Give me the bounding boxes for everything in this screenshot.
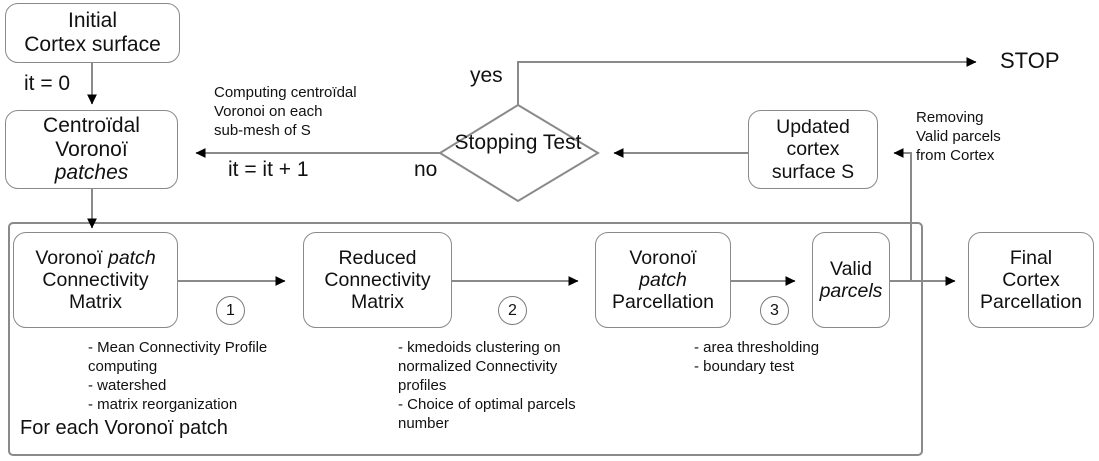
node-centroidal-line2: Voronoï — [55, 137, 128, 161]
node-stopping-test[interactable]: Stopping Test — [448, 131, 588, 155]
step2-line1: - kmedoids clustering on — [398, 339, 561, 356]
node-vpcm-line1: Voronoï patch — [35, 247, 155, 269]
node-rcm-line2: Connectivity — [324, 268, 431, 291]
node-vpcm-line2: Connectivity — [42, 268, 149, 291]
step2-line2: normalized Connectivity — [398, 358, 558, 376]
step3-line2: - boundary test — [694, 358, 795, 376]
step-details-3: - area thresholding - boundary test — [694, 338, 819, 376]
note-removing-valid-parcels: Removing Valid parcels from Cortex — [916, 108, 1001, 165]
node-initial-cortex-surface[interactable]: Initial Cortex surface — [5, 3, 180, 63]
node-final-line1: Final — [1009, 246, 1053, 269]
node-updated-cortex-surface[interactable]: Updated cortex surface S — [748, 110, 878, 189]
note-removing-line1: Removing — [916, 109, 984, 126]
note-computing-centroidal: Computing centroïdal Voronoi on each sub… — [214, 83, 357, 140]
step-details-1: - Mean Connectivity Profile computing - … — [88, 338, 267, 414]
note-computing-line2: Voronoi on each — [214, 103, 323, 121]
note-computing-line3: sub-mesh of S — [214, 121, 357, 140]
step1-line4: - matrix reorganization — [88, 396, 238, 414]
node-vpcm-line1-a: Voronoï — [35, 246, 108, 269]
node-final-line3: Parcellation — [980, 291, 1082, 314]
step1-line1: - Mean Connectivity Profile — [88, 339, 268, 356]
step2-line3: profiles — [398, 377, 447, 395]
edge-label-it-zero: it = 0 — [24, 72, 71, 95]
edge-label-it-increment: it = it + 1 — [228, 158, 309, 181]
edge-label-yes: yes — [470, 64, 503, 87]
node-initial-line1: Initial — [67, 9, 118, 33]
note-removing-line3: from Cortex — [916, 147, 995, 165]
node-stopping-line2: Test — [542, 131, 582, 154]
node-valid-parcels[interactable]: Valid parcels — [812, 232, 890, 328]
step-badge-2[interactable]: 2 — [498, 296, 527, 325]
step3-line1: - area thresholding — [694, 339, 820, 356]
step2-line4: - Choice of optimal parcels — [398, 396, 576, 414]
node-centroidal-line3: patches — [54, 161, 129, 185]
node-voronoi-patch-parcellation[interactable]: Voronoï patch Parcellation — [595, 232, 731, 328]
note-computing-line1: Computing centroïdal — [214, 84, 357, 101]
node-final-line2: Cortex — [1002, 268, 1060, 291]
node-vpp-line2: patch — [639, 268, 687, 291]
node-voronoi-patch-connectivity-matrix[interactable]: Voronoï patch Connectivity Matrix — [13, 232, 178, 328]
node-valid-line1: Valid — [830, 257, 872, 280]
note-computing-line3-a: sub-mesh — [214, 122, 280, 140]
step1-line3: - watershed — [88, 377, 167, 395]
edge-valid-parcels-to-updated — [893, 148, 912, 281]
node-initial-line2: Cortex surface — [24, 33, 161, 56]
node-valid-line2: parcels — [819, 280, 883, 302]
node-updated-line1: Updated — [776, 116, 850, 139]
node-vpp-line1: Voronoï — [629, 246, 697, 269]
node-vpcm-line3: Matrix — [68, 291, 123, 314]
node-updated-line2: cortex — [786, 138, 840, 161]
node-updated-line3: surface S — [771, 160, 855, 183]
edge-label-stop: STOP — [1000, 48, 1060, 73]
step1-line2: computing — [88, 358, 158, 376]
step-badge-3[interactable]: 3 — [760, 296, 789, 325]
note-removing-line2-a: Valid pa — [916, 128, 970, 146]
node-vpcm-line1-b: patch — [107, 246, 156, 269]
node-reduced-connectivity-matrix[interactable]: Reduced Connectivity Matrix — [303, 232, 452, 328]
note-removing-line2-b: rcels — [969, 128, 1001, 146]
note-removing-line2: Valid parcels — [916, 127, 1001, 146]
node-rcm-line3: Matrix — [350, 291, 405, 314]
node-vpp-line3: Parcellation — [612, 291, 714, 314]
step-details-2: - kmedoids clustering on normalized Conn… — [398, 338, 576, 433]
edge-yes-to-stop — [517, 57, 977, 105]
node-centroidal-voronoi-patches[interactable]: Centroïdal Voronoï patches — [5, 110, 178, 189]
note-computing-line3-b: of S — [279, 122, 311, 140]
node-final-cortex-parcellation[interactable]: Final Cortex Parcellation — [968, 232, 1094, 328]
node-rcm-line1: Reduced — [338, 246, 417, 269]
step2-line5: number — [398, 415, 449, 433]
step-badge-1[interactable]: 1 — [216, 296, 245, 325]
node-stopping-line1: Stopping — [454, 131, 538, 154]
group-label-for-each-voronoi-patch: For each Voronoï patch — [20, 417, 228, 439]
edge-label-no: no — [414, 158, 438, 181]
node-centroidal-line1: Centroïdal — [43, 113, 140, 137]
